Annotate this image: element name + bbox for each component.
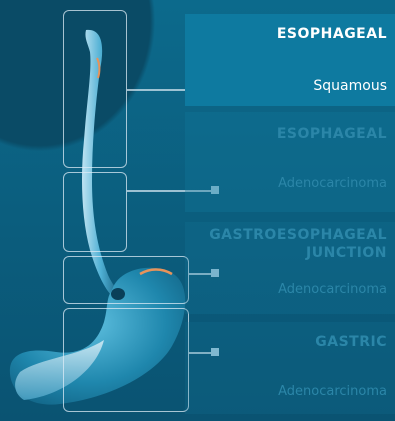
region-box-lower-esophagus[interactable] [63,172,127,252]
section-subtitle: Adenocarcinoma [278,282,387,297]
section-gastric-adenocarcinoma[interactable]: GASTRIC Adenocarcinoma [185,322,395,414]
region-box-stomach[interactable] [63,308,189,412]
section-title: GASTRIC [315,334,387,350]
section-gej-adenocarcinoma[interactable]: GASTROESOPHAGEAL JUNCTION Adenocarcinoma [185,222,395,314]
section-title: ESOPHAGEAL [277,126,387,142]
section-subtitle: Squamous [313,78,387,94]
section-subtitle: Adenocarcinoma [278,384,387,399]
section-esophageal-adenocarcinoma[interactable]: ESOPHAGEAL Adenocarcinoma [185,112,395,212]
section-esophageal-squamous[interactable]: ESOPHAGEAL Squamous [185,14,395,106]
region-box-gej[interactable] [63,256,189,304]
region-box-upper-esophagus[interactable] [63,10,127,168]
section-subtitle: Adenocarcinoma [278,176,387,191]
section-title: ESOPHAGEAL [277,26,387,42]
section-title: GASTROESOPHAGEAL JUNCTION [209,226,387,262]
section-title-line2: JUNCTION [209,244,387,262]
section-title-line1: GASTROESOPHAGEAL [209,226,387,244]
